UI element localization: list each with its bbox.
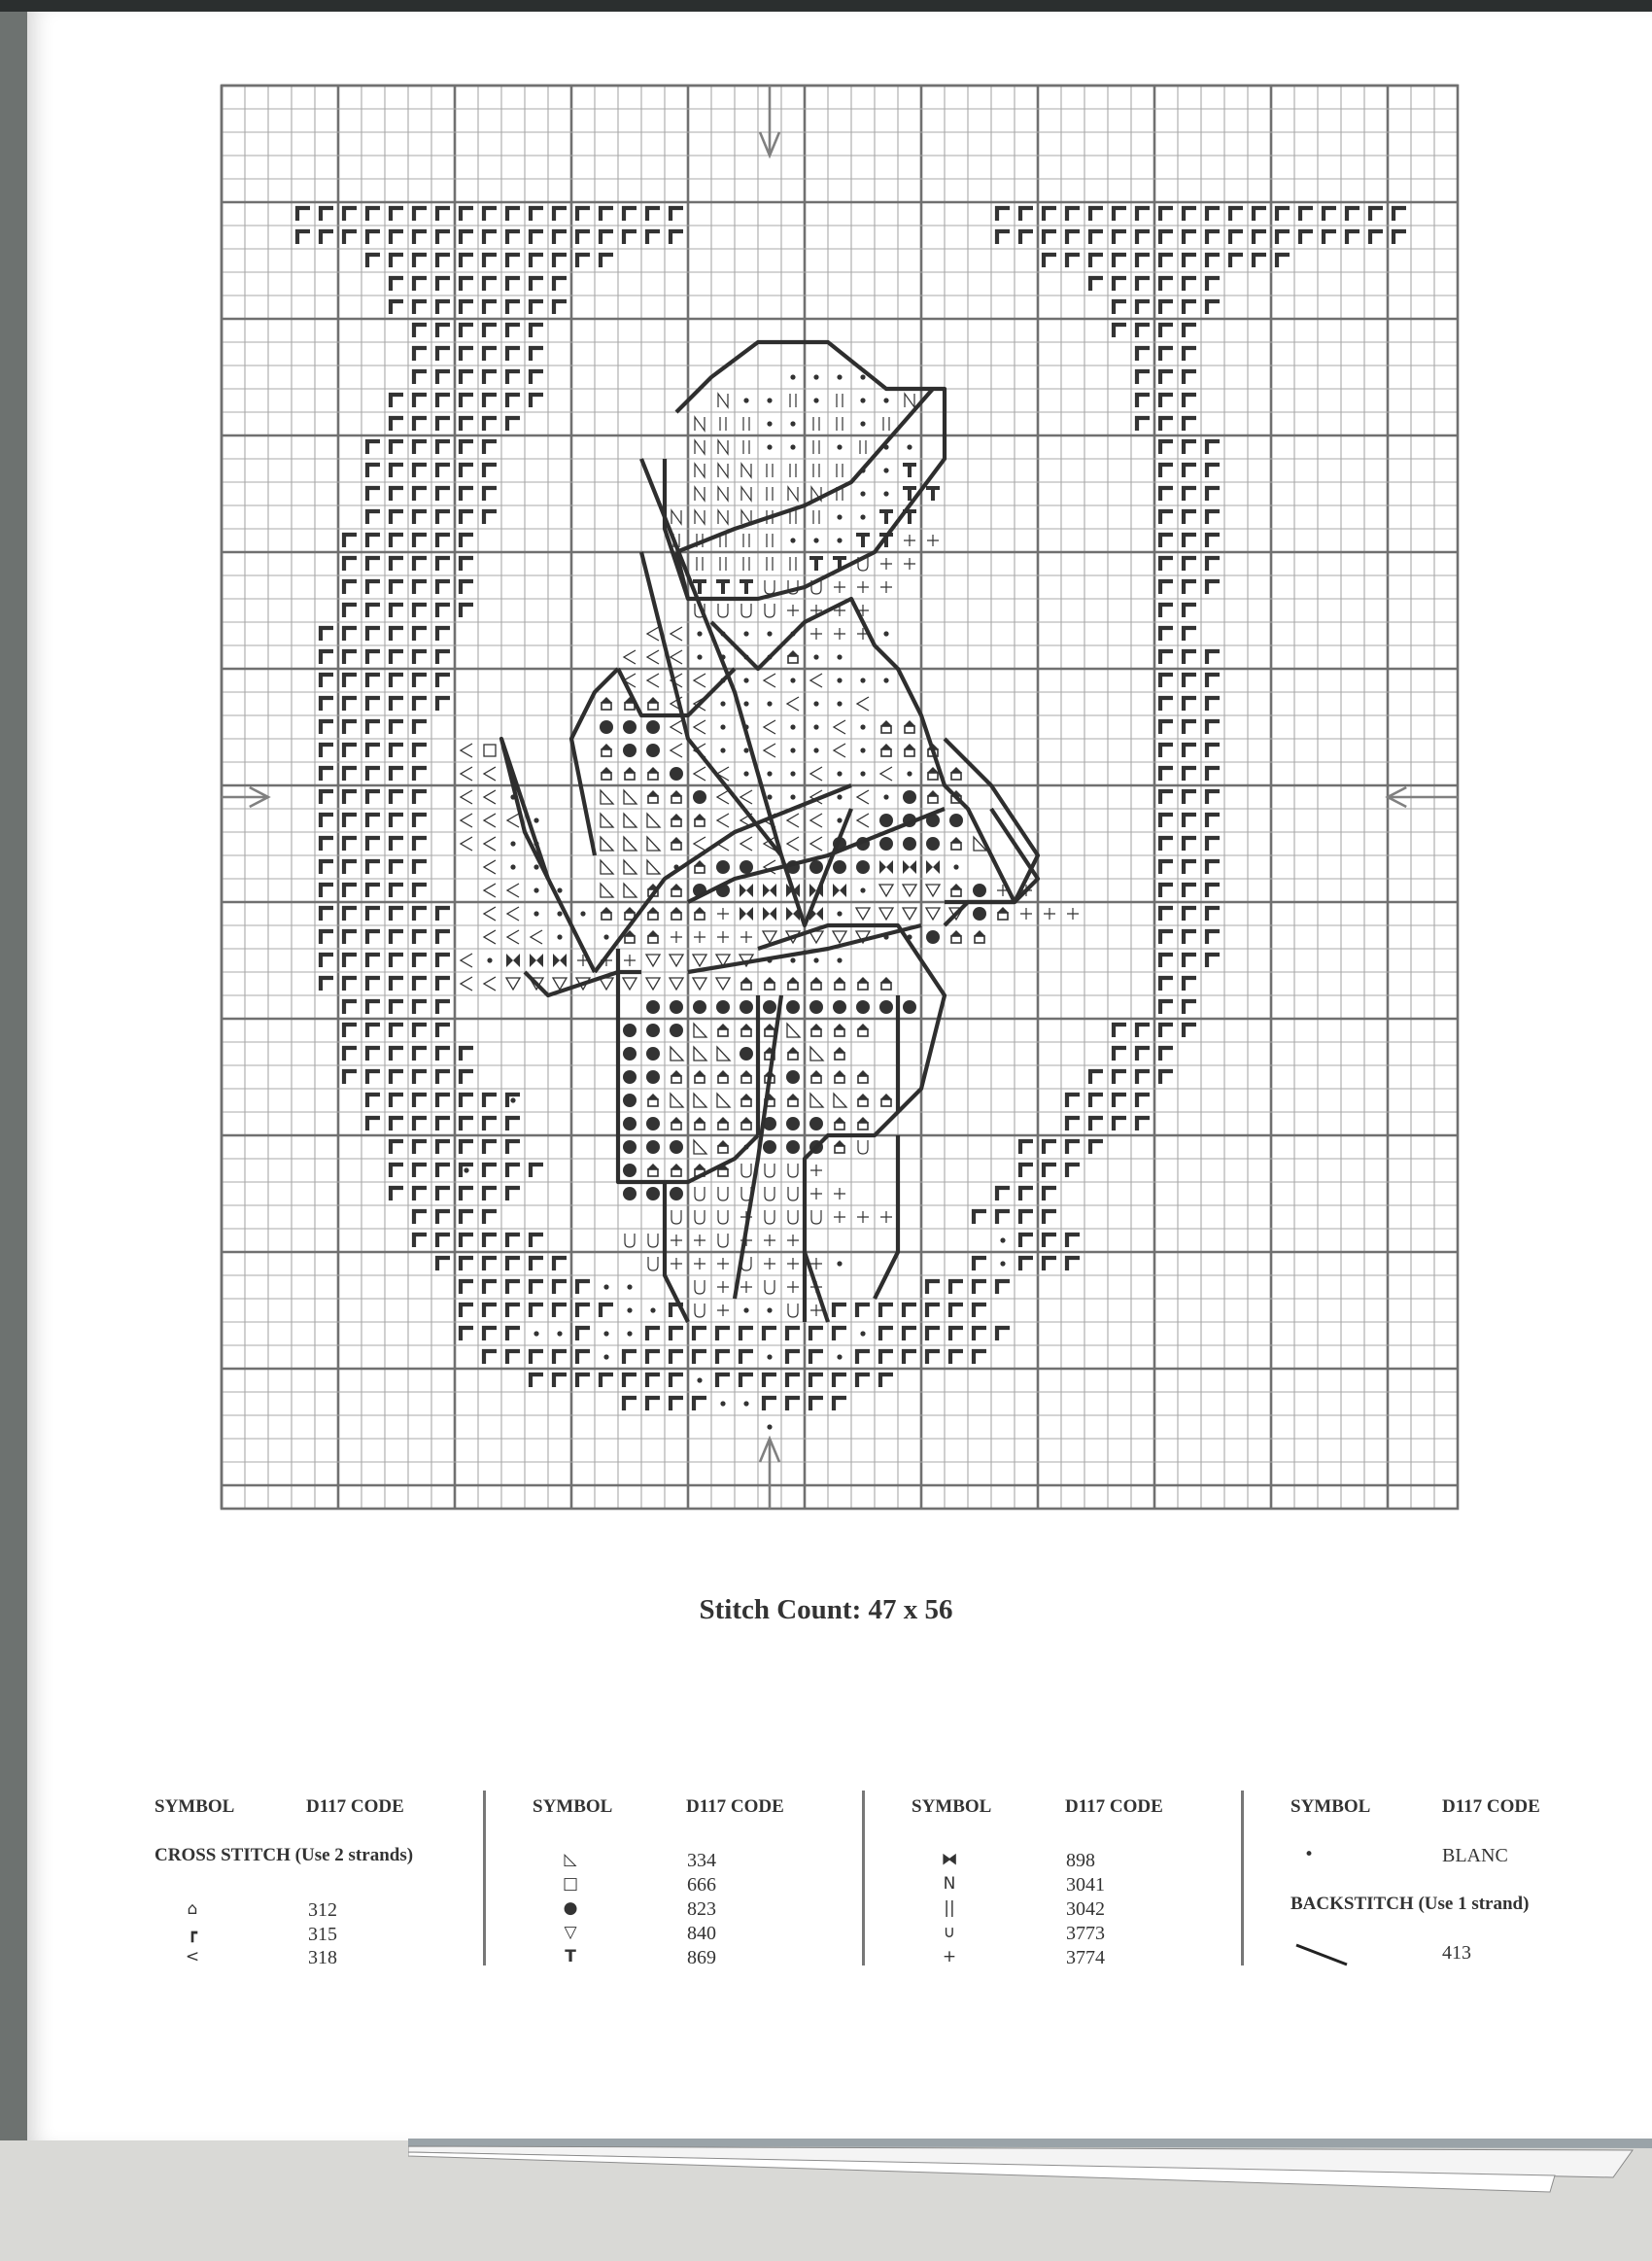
- cross-stitch-section-title: CROSS STITCH (Use 2 strands): [155, 1845, 414, 1865]
- code-header: D117 CODE: [306, 1796, 404, 1817]
- legend-divider: [862, 1791, 865, 1965]
- code-840: 840: [687, 1923, 716, 1944]
- color-key-legend: SYMBOL D117 CODE CROSS STITCH (Use 2 str…: [0, 1789, 1652, 1983]
- code-869: 869: [687, 1947, 716, 1968]
- code-315: 315: [308, 1924, 337, 1945]
- bowtie-icon: ⧓: [941, 1850, 958, 1869]
- backstitch-line-icon: [1295, 1943, 1348, 1966]
- code-413: 413: [1442, 1942, 1471, 1964]
- legend-divider: [483, 1791, 486, 1965]
- code-3042: 3042: [1066, 1898, 1105, 1920]
- double-bar-icon: ||: [944, 1898, 955, 1918]
- down-triangle-icon: ▽: [564, 1923, 577, 1942]
- code-blanc: BLANC: [1442, 1845, 1508, 1866]
- plus-icon: +: [942, 1947, 957, 1966]
- legend-divider: [1241, 1791, 1244, 1965]
- scan-edge-left: [0, 12, 27, 2140]
- less-than-icon: <: [185, 1947, 200, 1966]
- symbol-header: SYMBOL: [155, 1796, 235, 1817]
- code-header: D117 CODE: [1065, 1796, 1163, 1817]
- t-icon: T: [565, 1947, 576, 1966]
- dot-icon: •: [1303, 1845, 1315, 1864]
- house-icon: ⌂: [187, 1899, 198, 1919]
- code-3041: 3041: [1066, 1874, 1105, 1896]
- code-318: 318: [308, 1947, 337, 1968]
- stitch-count-label: Stitch Count: 47 x 56: [699, 1594, 953, 1625]
- square-icon: □: [562, 1874, 579, 1894]
- legend-column-3: SYMBOL D117 CODE ⧓ 898 N 3041 || 3042 ∪ …: [865, 1789, 1244, 1983]
- backstitch-section-title: BACKSTITCH (Use 1 strand): [1291, 1894, 1530, 1914]
- n-icon: N: [943, 1874, 956, 1894]
- page-stack-edges: [408, 2139, 1652, 2193]
- code-3773: 3773: [1066, 1923, 1105, 1944]
- corner-icon: ┏: [187, 1924, 198, 1943]
- code-312: 312: [308, 1899, 337, 1921]
- code-823: 823: [687, 1898, 716, 1920]
- code-334: 334: [687, 1850, 716, 1871]
- cross-stitch-chart: [220, 84, 1460, 1511]
- filled-circle-icon: ●: [563, 1898, 578, 1918]
- triangle-icon: ◺: [564, 1850, 577, 1869]
- symbol-header: SYMBOL: [912, 1796, 992, 1817]
- code-898: 898: [1066, 1850, 1095, 1871]
- code-3774: 3774: [1066, 1947, 1105, 1968]
- symbol-header: SYMBOL: [1291, 1796, 1371, 1817]
- legend-column-1: SYMBOL D117 CODE CROSS STITCH (Use 2 str…: [0, 1789, 486, 1983]
- code-666: 666: [687, 1874, 716, 1896]
- symbol-header: SYMBOL: [533, 1796, 613, 1817]
- code-header: D117 CODE: [1442, 1796, 1540, 1817]
- scan-edge-top: [0, 0, 1652, 12]
- u-icon: ∪: [943, 1923, 956, 1942]
- code-header: D117 CODE: [686, 1796, 784, 1817]
- legend-column-4: SYMBOL D117 CODE • BLANC BACKSTITCH (Use…: [1244, 1789, 1652, 1983]
- legend-column-2: SYMBOL D117 CODE ◺ 334 □ 666 ● 823 ▽ 840…: [486, 1789, 865, 1983]
